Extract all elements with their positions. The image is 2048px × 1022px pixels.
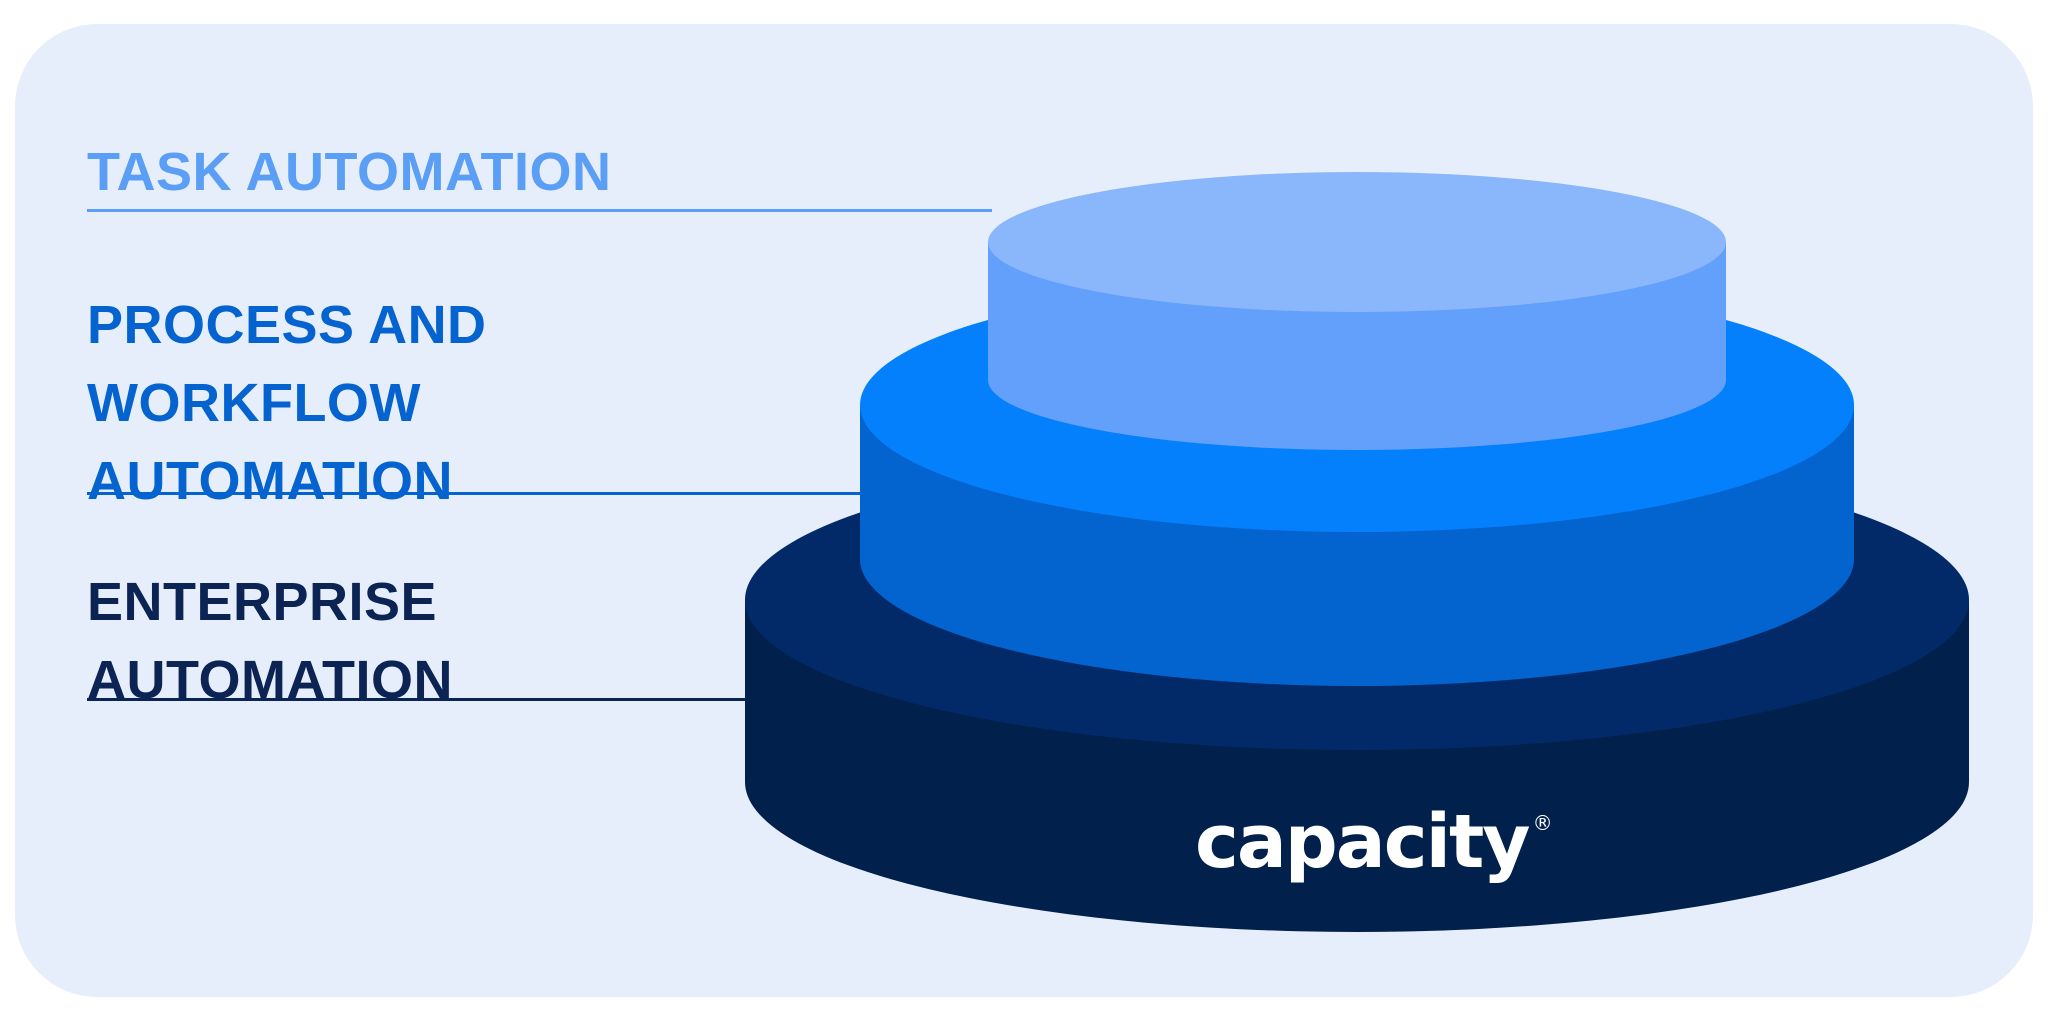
rule-task-automation <box>87 209 992 212</box>
label-line: TASK AUTOMATION <box>87 142 612 202</box>
rule-process-workflow-automation <box>87 492 862 495</box>
cylinder-task-face <box>988 172 1726 312</box>
label-task-automation: TASK AUTOMATION <box>87 140 611 204</box>
label-line: ENTERPRISE <box>87 572 438 632</box>
rule-enterprise-automation <box>87 698 747 701</box>
label-line: AUTOMATION <box>87 451 453 511</box>
label-process-workflow-automation: PROCESS AND WORKFLOW AUTOMATION <box>87 286 487 520</box>
registered-mark-icon: ® <box>1532 811 1553 835</box>
capacity-logo: capacity® <box>1195 805 1553 879</box>
label-line: PROCESS AND <box>87 295 487 355</box>
logo-wordmark: capacity <box>1195 799 1531 885</box>
label-line: WORKFLOW <box>87 373 421 433</box>
cylinder-task <box>988 172 1726 450</box>
